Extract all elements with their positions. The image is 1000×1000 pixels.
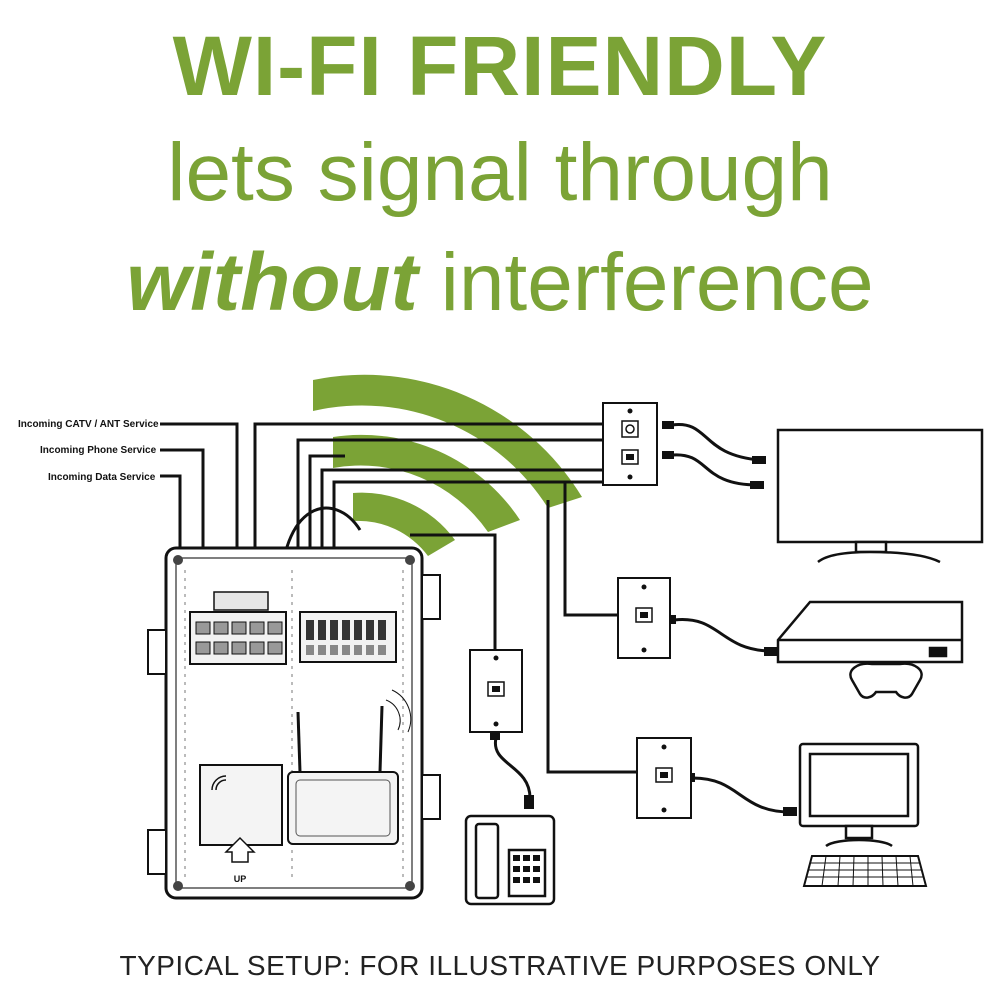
- headline-rest: interference: [440, 237, 874, 328]
- disclaimer-footer: TYPICAL SETUP: FOR ILLUSTRATIVE PURPOSES…: [119, 950, 881, 981]
- wall-jack-icon: [617, 577, 671, 659]
- telephone-icon: [464, 814, 556, 906]
- router-icon: [287, 689, 412, 845]
- enclosure: UP: [147, 546, 441, 900]
- up-marking: UP: [234, 874, 247, 884]
- headline-line3: without interference: [0, 236, 1000, 330]
- game-console-icon: [776, 600, 964, 664]
- gamepad-icon: [849, 662, 923, 699]
- service-labels: Incoming CATV / ANT Service Incoming Pho…: [18, 419, 159, 483]
- splitter-module: [189, 591, 287, 665]
- label-catv-service: Incoming CATV / ANT Service: [18, 419, 159, 430]
- headline-emphasis: without: [126, 237, 418, 328]
- desktop-computer-icon: [798, 742, 920, 848]
- modem-module: UP: [199, 764, 283, 884]
- wall-jack-icon: [469, 649, 523, 733]
- wall-jack-icon: [602, 402, 658, 486]
- wall-jack-icon: [636, 737, 692, 819]
- label-phone-service: Incoming Phone Service: [40, 445, 157, 456]
- headline-subtitle: lets signal through: [167, 127, 833, 218]
- data-patch-module: [299, 611, 397, 663]
- television-icon: [776, 428, 984, 564]
- headline-title: WI-FI FRIENDLY: [172, 19, 828, 113]
- keyboard-icon: [802, 855, 928, 887]
- label-data-service: Incoming Data Service: [48, 472, 156, 483]
